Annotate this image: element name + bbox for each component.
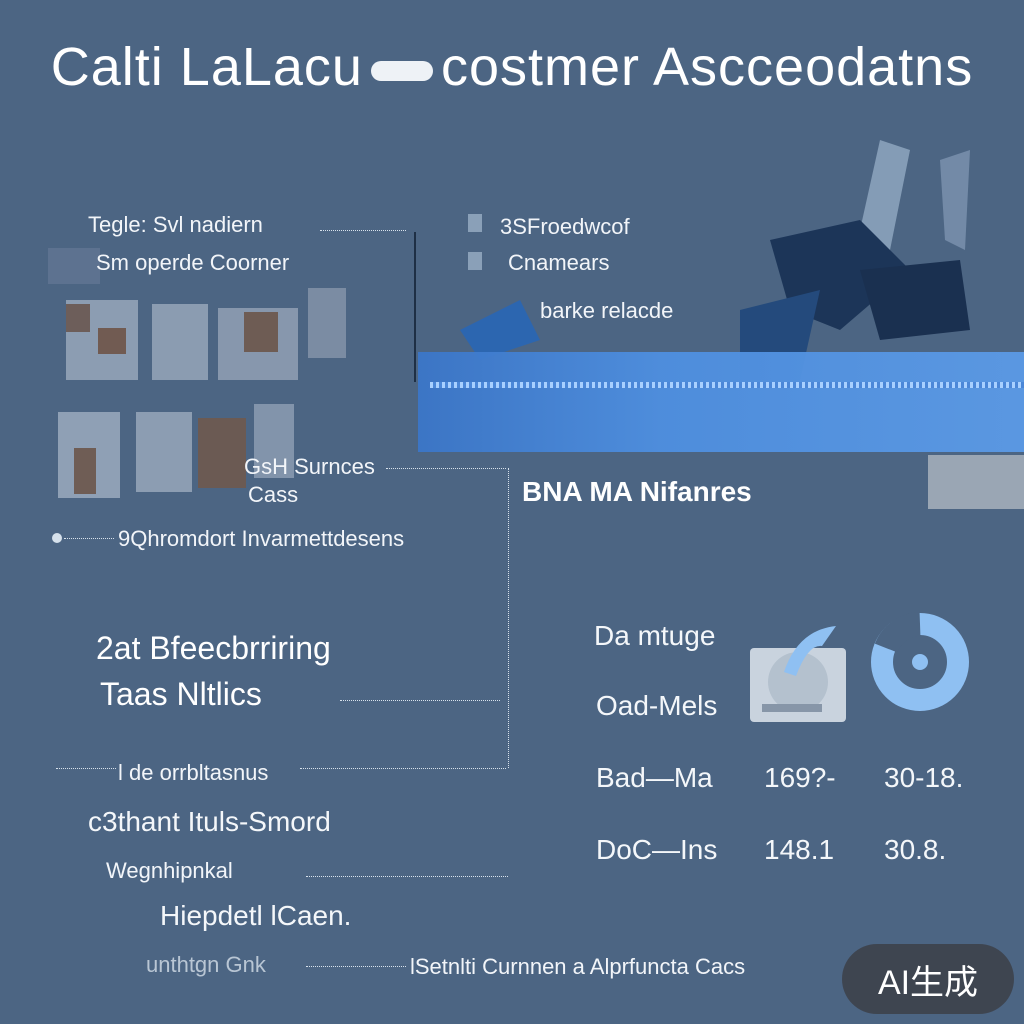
feature-line-2: Taas Nltlics bbox=[100, 676, 262, 712]
list-item-3: Wegnhipnkal bbox=[106, 858, 233, 883]
blue-band bbox=[418, 352, 1024, 452]
list-item-1: l de orrbltasnus bbox=[118, 760, 269, 785]
section-heading: BNA MA Nifanres bbox=[522, 476, 752, 507]
table-header: Da mtuge bbox=[594, 620, 716, 651]
connector-line bbox=[414, 232, 416, 382]
table-row-label: DoC—Ins bbox=[596, 834, 718, 865]
tag-line-2: Sm operde Coorner bbox=[96, 250, 290, 275]
list-item-2: c3thant Ituls-Smord bbox=[88, 806, 331, 837]
figure-graphic bbox=[460, 140, 970, 380]
connector-line bbox=[508, 468, 509, 768]
top-right-line-2: Cnamears bbox=[508, 250, 610, 275]
table-cell: 169?- bbox=[764, 762, 836, 793]
feature-line-1: 2at Bfeecbrriring bbox=[96, 630, 331, 666]
connector-line bbox=[306, 966, 406, 967]
gray-block bbox=[928, 455, 1024, 509]
gsh-line-2: Cass bbox=[248, 482, 299, 507]
disc-drive-icon bbox=[750, 626, 846, 722]
connector-line bbox=[386, 468, 506, 469]
table-cell: 30.8. bbox=[884, 834, 947, 865]
connector-line bbox=[306, 876, 508, 877]
progress-track bbox=[430, 382, 1024, 388]
list-item-5: unthtgn Gnk bbox=[146, 952, 266, 977]
top-right-line-1: 3SFroedwcof bbox=[500, 214, 630, 239]
title-left: Calti LaLacu bbox=[50, 37, 363, 97]
title-pill-icon bbox=[370, 60, 433, 81]
page-title: Calti LaLacu costmer Ascceodatns bbox=[0, 36, 1024, 98]
ai-generated-badge: AI生成 bbox=[842, 944, 1014, 1014]
connector-line bbox=[340, 700, 500, 701]
bullet-dot bbox=[52, 533, 62, 543]
bottom-note: lSetnlti Curnnen a Alprfuncta Cacs bbox=[410, 954, 746, 979]
tag-line-1: Tegle: Svl nadiern bbox=[88, 212, 263, 237]
connector-line bbox=[64, 538, 114, 539]
donut-icon bbox=[871, 612, 969, 711]
title-right: costmer Ascceodatns bbox=[440, 37, 974, 97]
list-item-4: Hiepdetl lCaen. bbox=[160, 900, 352, 931]
gsh-line-1: GsH Surnces bbox=[244, 454, 375, 479]
legend-square bbox=[468, 214, 482, 232]
table-cell: 30-18. bbox=[884, 762, 964, 793]
table-cell: 148.1 bbox=[764, 834, 835, 865]
qh-row: 9Qhromdort Invarmettdesens bbox=[118, 526, 405, 551]
connector-line bbox=[56, 768, 116, 769]
table-row-label: Bad—Ma bbox=[596, 762, 713, 793]
legend-square bbox=[468, 252, 482, 270]
connector-line bbox=[320, 230, 406, 231]
table-row-label: Oad-Mels bbox=[596, 690, 718, 721]
mosaic-graphic bbox=[48, 208, 348, 508]
connector-line bbox=[300, 768, 506, 769]
top-right-line-3: barke relacde bbox=[540, 298, 674, 323]
